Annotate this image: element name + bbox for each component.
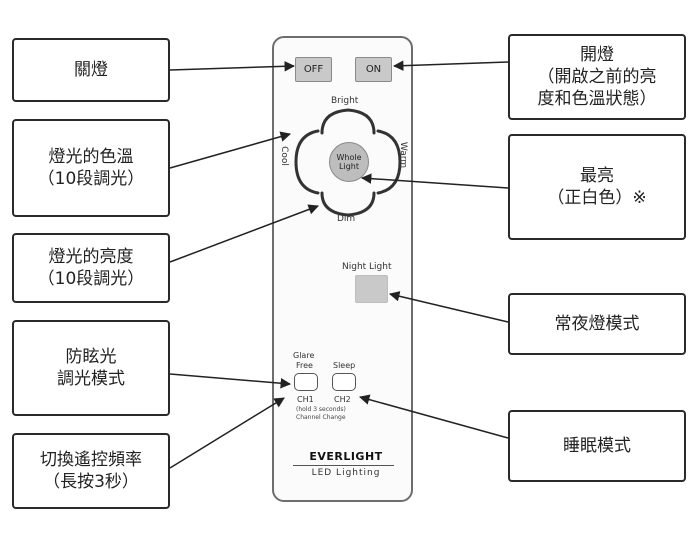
night-light-label: Night Light <box>342 262 392 272</box>
callout-text: 燈光的亮度 <box>48 247 134 267</box>
callout-text: （10段調光） <box>37 169 145 189</box>
on-button[interactable]: ON <box>355 57 392 82</box>
callout-night-light-mode: 常夜燈模式 <box>508 293 686 355</box>
bright-label: Bright <box>331 96 359 106</box>
arrow-sleep-mode <box>358 394 509 439</box>
callout-text: 關燈 <box>74 60 108 80</box>
channel-change-label: Channel Change <box>296 414 346 421</box>
callout-text: 燈光的色溫 <box>48 147 134 167</box>
warm-right-button[interactable] <box>376 129 402 195</box>
arrow-night-light-mode <box>388 291 509 323</box>
ch1-label: CH1 <box>297 395 314 404</box>
arrow-light-on <box>392 60 509 71</box>
glare-free-ch1-button[interactable] <box>294 373 318 391</box>
callout-switch-channel: 切換遙控頻率 （長按3秒） <box>12 433 170 509</box>
whole-light-label-line1: Whole <box>336 153 362 162</box>
arrow-anti-glare-mode <box>169 373 292 389</box>
callout-text: 防眩光 <box>65 347 117 367</box>
whole-light-label-line2: Light <box>339 162 359 171</box>
brand-divider <box>293 465 394 466</box>
arrow-color-temperature <box>169 131 292 169</box>
off-button-label: OFF <box>303 64 324 75</box>
ch2-label: CH2 <box>334 395 351 404</box>
brand-tagline: LED Lighting <box>311 468 381 478</box>
brand-logo: EVERLIGHT <box>309 450 383 463</box>
arrow-switch-channel <box>169 397 285 469</box>
callout-text: 開燈 <box>580 45 614 65</box>
callout-sleep-mode: 睡眠模式 <box>508 410 686 482</box>
callout-light-on: 開燈 （開啟之前的亮 度和色溫狀態） <box>508 34 686 120</box>
callout-text: 度和色溫狀態） <box>537 89 657 109</box>
callout-color-temperature: 燈光的色溫 （10段調光） <box>12 119 170 217</box>
glare-free-label-line1: Glare <box>293 351 315 360</box>
callout-text: 睡眠模式 <box>563 436 631 456</box>
arrow-light-off <box>169 61 296 72</box>
night-light-button[interactable] <box>355 275 388 303</box>
callout-brightest: 最亮 （正白色）※ <box>508 134 686 240</box>
sleep-ch2-button[interactable] <box>332 373 356 391</box>
callout-text: 調光模式 <box>57 369 125 389</box>
cool-left-button[interactable] <box>294 129 320 195</box>
callout-text: （開啟之前的亮 <box>537 67 657 87</box>
callout-brightness: 燈光的亮度 （10段調光） <box>12 233 170 303</box>
glare-free-label-line2: Free <box>296 361 313 370</box>
arrow-brightest <box>360 173 509 189</box>
callout-light-off: 關燈 <box>12 38 170 102</box>
callout-text: （10段調光） <box>37 269 145 289</box>
arrow-brightness <box>169 204 319 263</box>
callout-anti-glare-mode: 防眩光 調光模式 <box>12 320 170 416</box>
sleep-label: Sleep <box>333 361 356 370</box>
bright-up-button[interactable] <box>320 108 376 135</box>
callout-text: 常夜燈模式 <box>554 314 640 334</box>
callout-text: （長按3秒） <box>43 472 139 492</box>
remote-control-body <box>272 36 413 502</box>
hold-note: (hold 3 seconds) <box>296 406 346 413</box>
off-button[interactable]: OFF <box>295 57 332 82</box>
callout-text: （正白色）※ <box>547 188 647 208</box>
callout-text: 切換遙控頻率 <box>40 450 142 470</box>
on-button-label: ON <box>365 64 382 75</box>
callout-text: 最亮 <box>580 166 614 186</box>
dim-down-button[interactable] <box>320 191 376 217</box>
dim-label: Dim <box>337 214 356 224</box>
